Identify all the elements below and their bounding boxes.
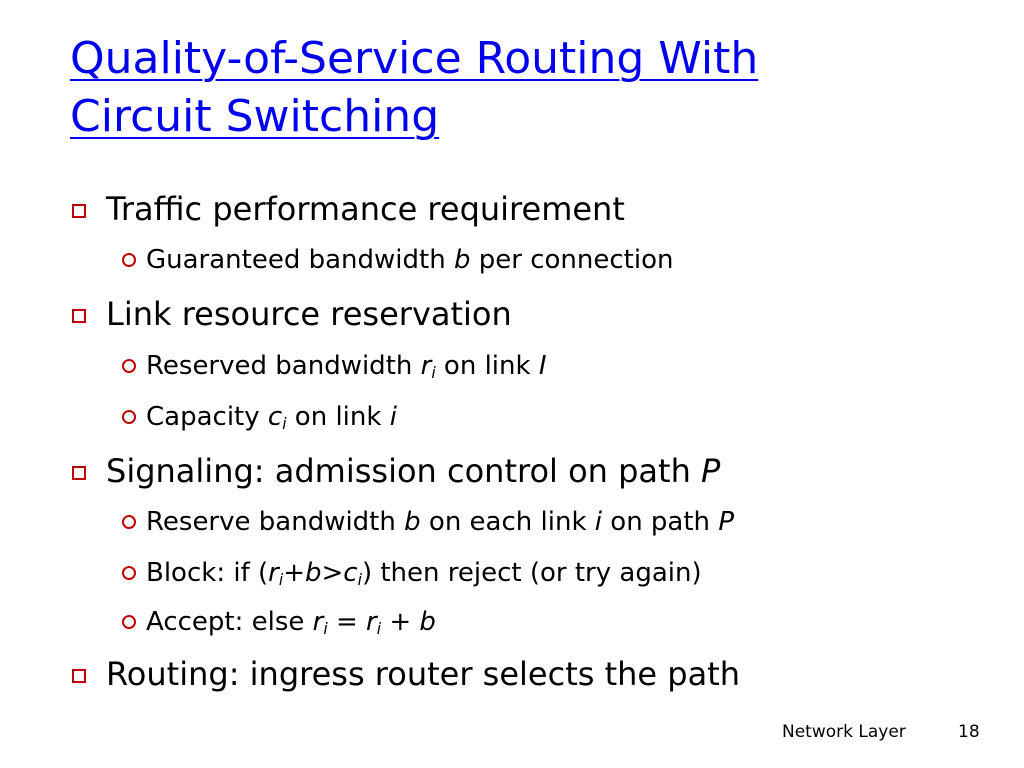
bullet-item-routing: Routing: ingress router selects the path — [72, 655, 740, 693]
slide-title-line-1: Quality-of-Service Routing With — [70, 33, 759, 84]
slide-title: Quality-of-Service Routing With Circuit … — [70, 30, 970, 146]
slide-title-line-2: Circuit Switching — [70, 91, 440, 142]
bullet-text: Traffic performance requirement — [106, 190, 625, 228]
sub-bullet-item-block: Block: if (ri+b>ci) then reject (or try … — [122, 558, 702, 588]
bullet-item-signaling: Signaling: admission control on path P — [72, 452, 720, 490]
square-bullet-icon — [72, 669, 86, 683]
bullet-text: Signaling: admission control on path P — [106, 452, 721, 490]
page-number: 18 — [958, 722, 980, 742]
circle-bullet-icon — [122, 359, 136, 373]
circle-bullet-icon — [122, 515, 136, 529]
sub-bullet-item-accept: Accept: else ri = ri + b — [122, 607, 436, 637]
bullet-text: Block: if (ri+b>ci) then reject (or try … — [146, 558, 702, 589]
bullet-text: Guaranteed bandwidth b per connection — [146, 245, 674, 275]
square-bullet-icon — [72, 466, 86, 480]
sub-bullet-item-reserved-bandwidth: Reserved bandwidth ri on link I — [122, 351, 547, 381]
circle-bullet-icon — [122, 410, 136, 424]
sub-bullet-item-capacity: Capacity ci on link i — [122, 402, 397, 432]
footer-label: Network Layer — [782, 722, 906, 742]
bullet-text: Reserve bandwidth b on each link i on pa… — [146, 507, 734, 537]
bullet-item-link-reservation: Link resource reservation — [72, 295, 512, 333]
bullet-text: Routing: ingress router selects the path — [106, 655, 741, 693]
circle-bullet-icon — [122, 566, 136, 580]
bullet-item-traffic: Traffic performance requirement — [72, 190, 625, 228]
bullet-text: Reserved bandwidth ri on link I — [146, 351, 547, 382]
bullet-text: Accept: else ri = ri + b — [146, 607, 436, 638]
sub-bullet-item-guaranteed-bandwidth: Guaranteed bandwidth b per connection — [122, 245, 673, 275]
square-bullet-icon — [72, 309, 86, 323]
circle-bullet-icon — [122, 253, 136, 267]
sub-bullet-item-reserve-bandwidth: Reserve bandwidth b on each link i on pa… — [122, 507, 734, 537]
bullet-text: Link resource reservation — [106, 295, 512, 333]
circle-bullet-icon — [122, 615, 136, 629]
square-bullet-icon — [72, 204, 86, 218]
bullet-text: Capacity ci on link i — [146, 402, 397, 433]
